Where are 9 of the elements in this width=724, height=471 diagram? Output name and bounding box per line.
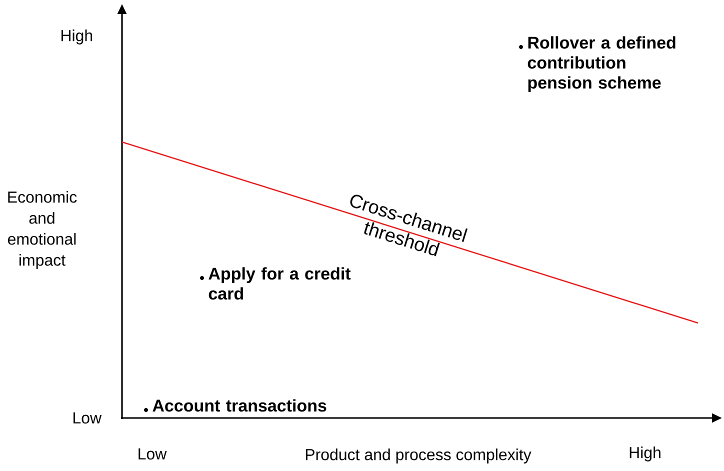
tick-label: Low [138, 448, 167, 460]
tick-label: High [62, 30, 92, 44]
axis-title: Product and process complexity [306, 448, 532, 464]
item-label: Rollover a defined contribution pension scheme [528, 36, 676, 92]
item-label: Account transactions [152, 399, 326, 412]
axis-title: Economic and emotional impact [8, 191, 77, 269]
tick-label: Low [74, 412, 102, 424]
tick-label: High [630, 446, 660, 462]
item-label: Apply for a credit card [208, 267, 351, 300]
